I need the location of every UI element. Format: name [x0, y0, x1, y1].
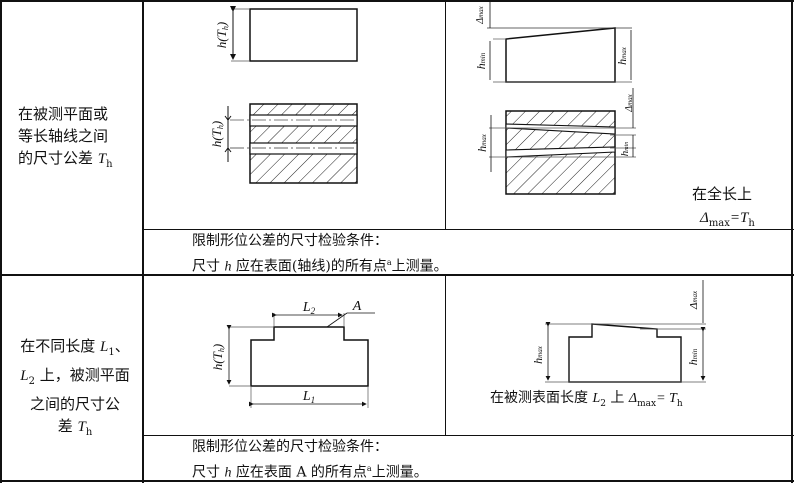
col-divider-2-row1 [445, 0, 446, 229]
row2-label-line1: 在不同长度 L1、 [20, 337, 130, 358]
label-delta-max-1: Δmax [475, 5, 486, 24]
row2-condition: 限制形位公差的尺寸检验条件： 尺寸 h 应在表面 A 的所有点a上测量。 [192, 437, 428, 484]
row1-right-caption-line1: 在全长上 [692, 185, 753, 203]
row2-label-line2: L2 上，被测平面 [20, 366, 130, 387]
table-border-top [0, 0, 794, 2]
col-divider-2-row2 [445, 274, 446, 435]
row1-label-line2: 等长轴线之间 [18, 127, 109, 145]
row2-condition-divider [142, 435, 794, 436]
row1-right-caption-line2: Δmax=Th [700, 210, 755, 229]
table-border-left [0, 0, 2, 483]
label-h-max-3: hmax [531, 345, 545, 364]
row1-condition: 限制形位公差的尺寸检验条件： 尺寸 h 应在表面(轴线)的所有点a上测量。 [192, 231, 448, 278]
row1-condition-divider [142, 229, 794, 230]
table-border-bottom [0, 480, 794, 482]
row2-left-A-label: A [352, 299, 362, 314]
row2-label: 在不同长度 L1、 L2 上，被测平面 之间的尺寸公 差 Th [12, 335, 138, 444]
label-delta-max-2: Δmax [624, 93, 635, 112]
row1-condition-line1: 限制形位公差的尺寸检验条件： [192, 233, 388, 249]
col-divider-1 [142, 0, 144, 483]
row2-right-caption: 在被测表面长度 L2 上 Δmax= Th [490, 390, 683, 409]
row1-label: 在被测平面或 等长轴线之间 的尺寸公差 Th [18, 103, 138, 176]
row1-condition-line2: 尺寸 h 应在表面(轴线)的所有点a上测量。 [192, 258, 448, 275]
row1-label-line3: 的尺寸公差 Th [18, 149, 113, 170]
label-delta-max-3: Δmax [688, 290, 700, 310]
row1-label-line1: 在被测平面或 [18, 105, 109, 123]
row-divider [0, 274, 794, 276]
table-border-right [791, 0, 793, 483]
row2-condition-line1: 限制形位公差的尺寸检验条件： [192, 439, 388, 455]
row2-condition-line2: 尺寸 h 应在表面 A 的所有点a上测量。 [192, 464, 428, 481]
row2-label-line4: 差 Th [57, 417, 93, 438]
row2-label-line3: 之间的尺寸公 [29, 395, 120, 413]
label-h-min-3: hmin [686, 348, 700, 365]
